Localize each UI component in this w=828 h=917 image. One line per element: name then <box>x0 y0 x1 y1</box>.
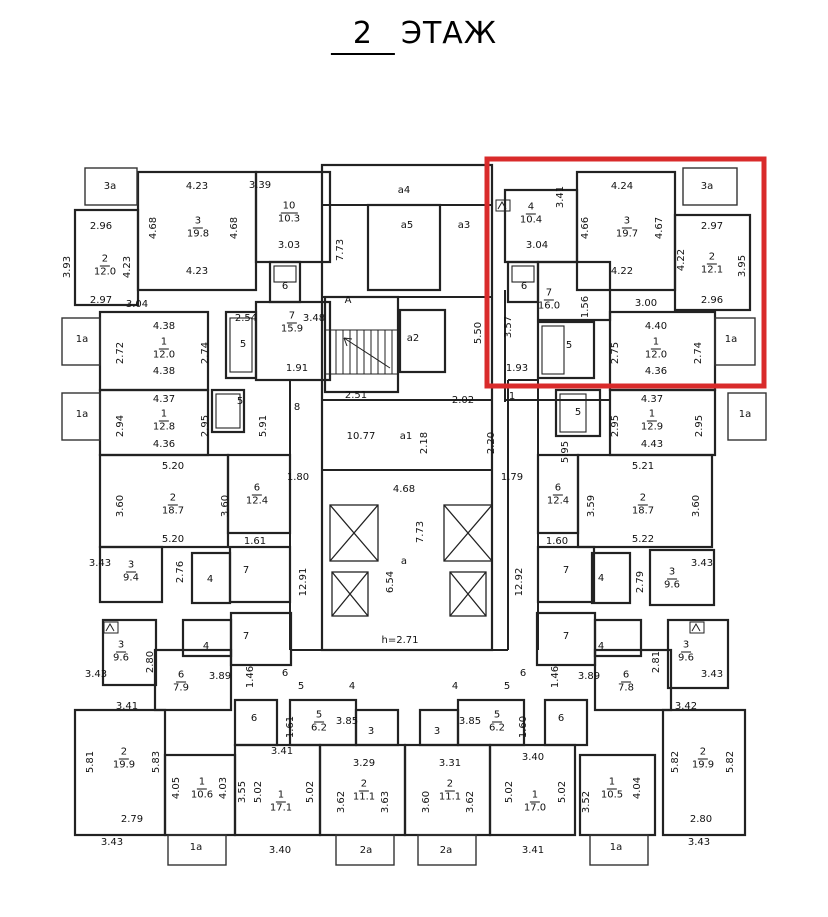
floor-number: 2 <box>330 16 395 55</box>
floor-word: ЭТАЖ <box>400 16 498 51</box>
highlighted-apartment-outline <box>484 156 767 389</box>
radiator-icons <box>103 199 705 634</box>
fixture-icons <box>215 265 587 433</box>
elevator-shaft-icons <box>329 504 493 617</box>
walls <box>73 163 752 837</box>
staircase-icon <box>325 329 398 375</box>
balconies <box>61 167 767 866</box>
partition-walls <box>289 204 610 651</box>
